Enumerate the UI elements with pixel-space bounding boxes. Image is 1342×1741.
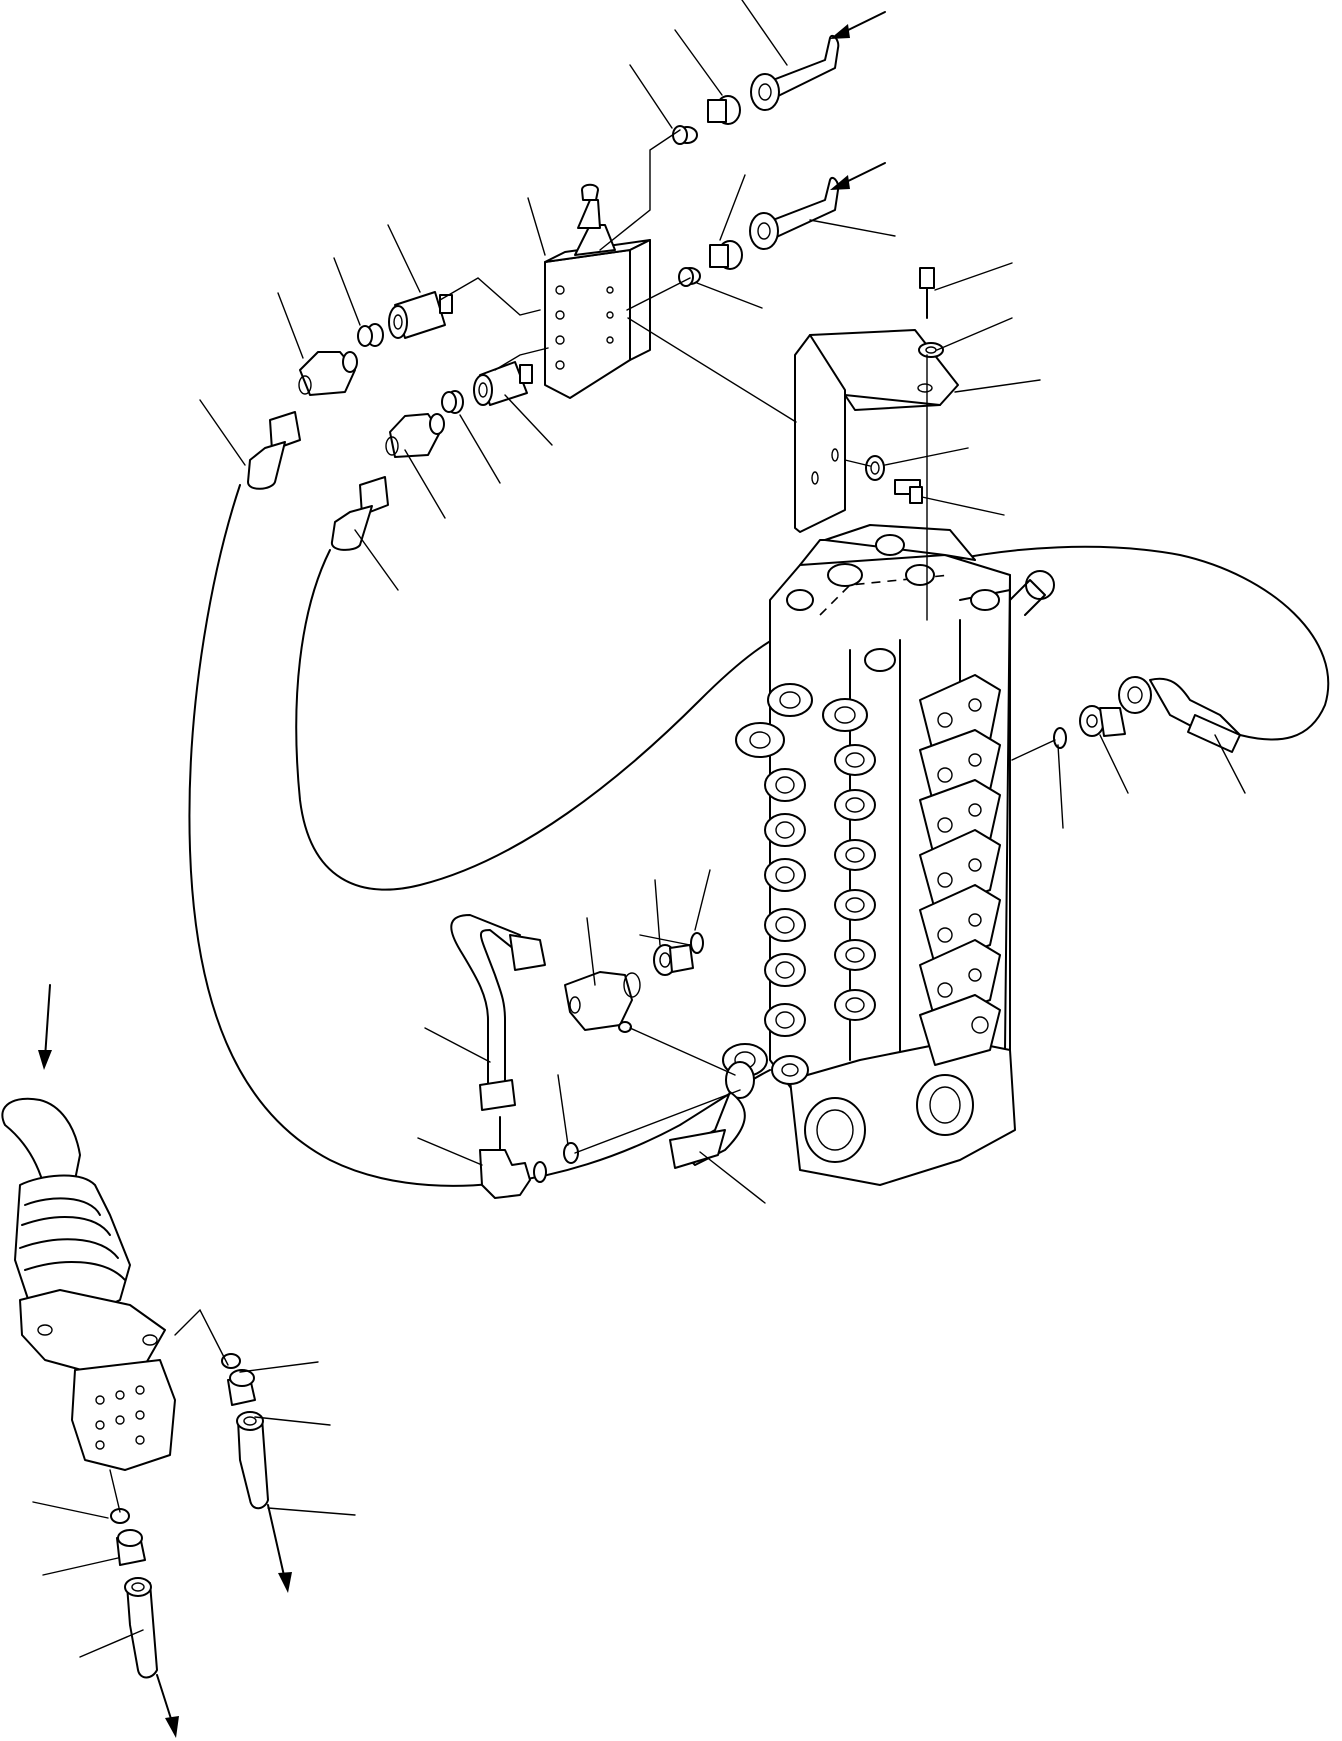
- o-ring: [672, 125, 688, 145]
- tee-fitting: [564, 971, 641, 1033]
- o-ring: [690, 932, 704, 954]
- o-rings: [110, 125, 1067, 1524]
- valve-manifold-plates: [919, 674, 1001, 1066]
- right-hose-assembly: [1079, 676, 1241, 753]
- hose-left-outer: [188, 484, 771, 1187]
- bottom-elbow-fitting: [479, 1116, 547, 1199]
- elbow-fitting-upper: [298, 351, 358, 396]
- top-hose-assembly-1: [676, 34, 840, 144]
- hose-left-inner: [295, 549, 791, 891]
- hose-end-lower: [331, 476, 389, 551]
- bracket-bolt-top: [918, 267, 944, 358]
- selector-valve: [544, 183, 651, 399]
- elbow-fitting-lower: [385, 413, 445, 458]
- o-ring: [357, 325, 373, 347]
- connector-lines: [109, 129, 1056, 1513]
- joystick-hose-left: [116, 1529, 158, 1679]
- flow-arrow-out-right: [267, 1504, 286, 1581]
- bent-tube: [450, 914, 546, 1111]
- leader-lines: [32, 0, 1246, 1658]
- control-valve-block: [769, 524, 1055, 1186]
- valve-spool-caps: [722, 683, 876, 1085]
- selector-adapter-upper: [366, 291, 453, 347]
- selector-adapter-lower: [446, 361, 533, 414]
- flow-arrow-joystick: [44, 984, 51, 1059]
- o-ring: [221, 1353, 241, 1369]
- hose-lines: [188, 484, 1330, 1187]
- bracket-bolt-side: [865, 455, 923, 504]
- arrowhead: [830, 24, 850, 39]
- arrowhead: [165, 1716, 179, 1738]
- valve-elbow-hose: [669, 1061, 755, 1169]
- mounting-bracket: [794, 329, 959, 533]
- arrowhead: [38, 1050, 52, 1070]
- top-hose-assembly-2: [679, 176, 840, 285]
- flow-arrows: [38, 11, 886, 1738]
- o-ring: [441, 391, 457, 413]
- center-adapter: [653, 944, 694, 976]
- o-ring: [1053, 727, 1067, 749]
- flow-arrow-out-left: [156, 1674, 174, 1726]
- arrowhead: [278, 1572, 292, 1593]
- selector-lever: [577, 199, 601, 229]
- joystick-control: [1, 1097, 176, 1471]
- arrowhead: [830, 175, 850, 190]
- hose-right-loop: [951, 545, 1330, 741]
- o-ring: [563, 1142, 579, 1164]
- joystick-hose-right: [227, 1369, 269, 1510]
- hose-end-upper: [247, 411, 301, 490]
